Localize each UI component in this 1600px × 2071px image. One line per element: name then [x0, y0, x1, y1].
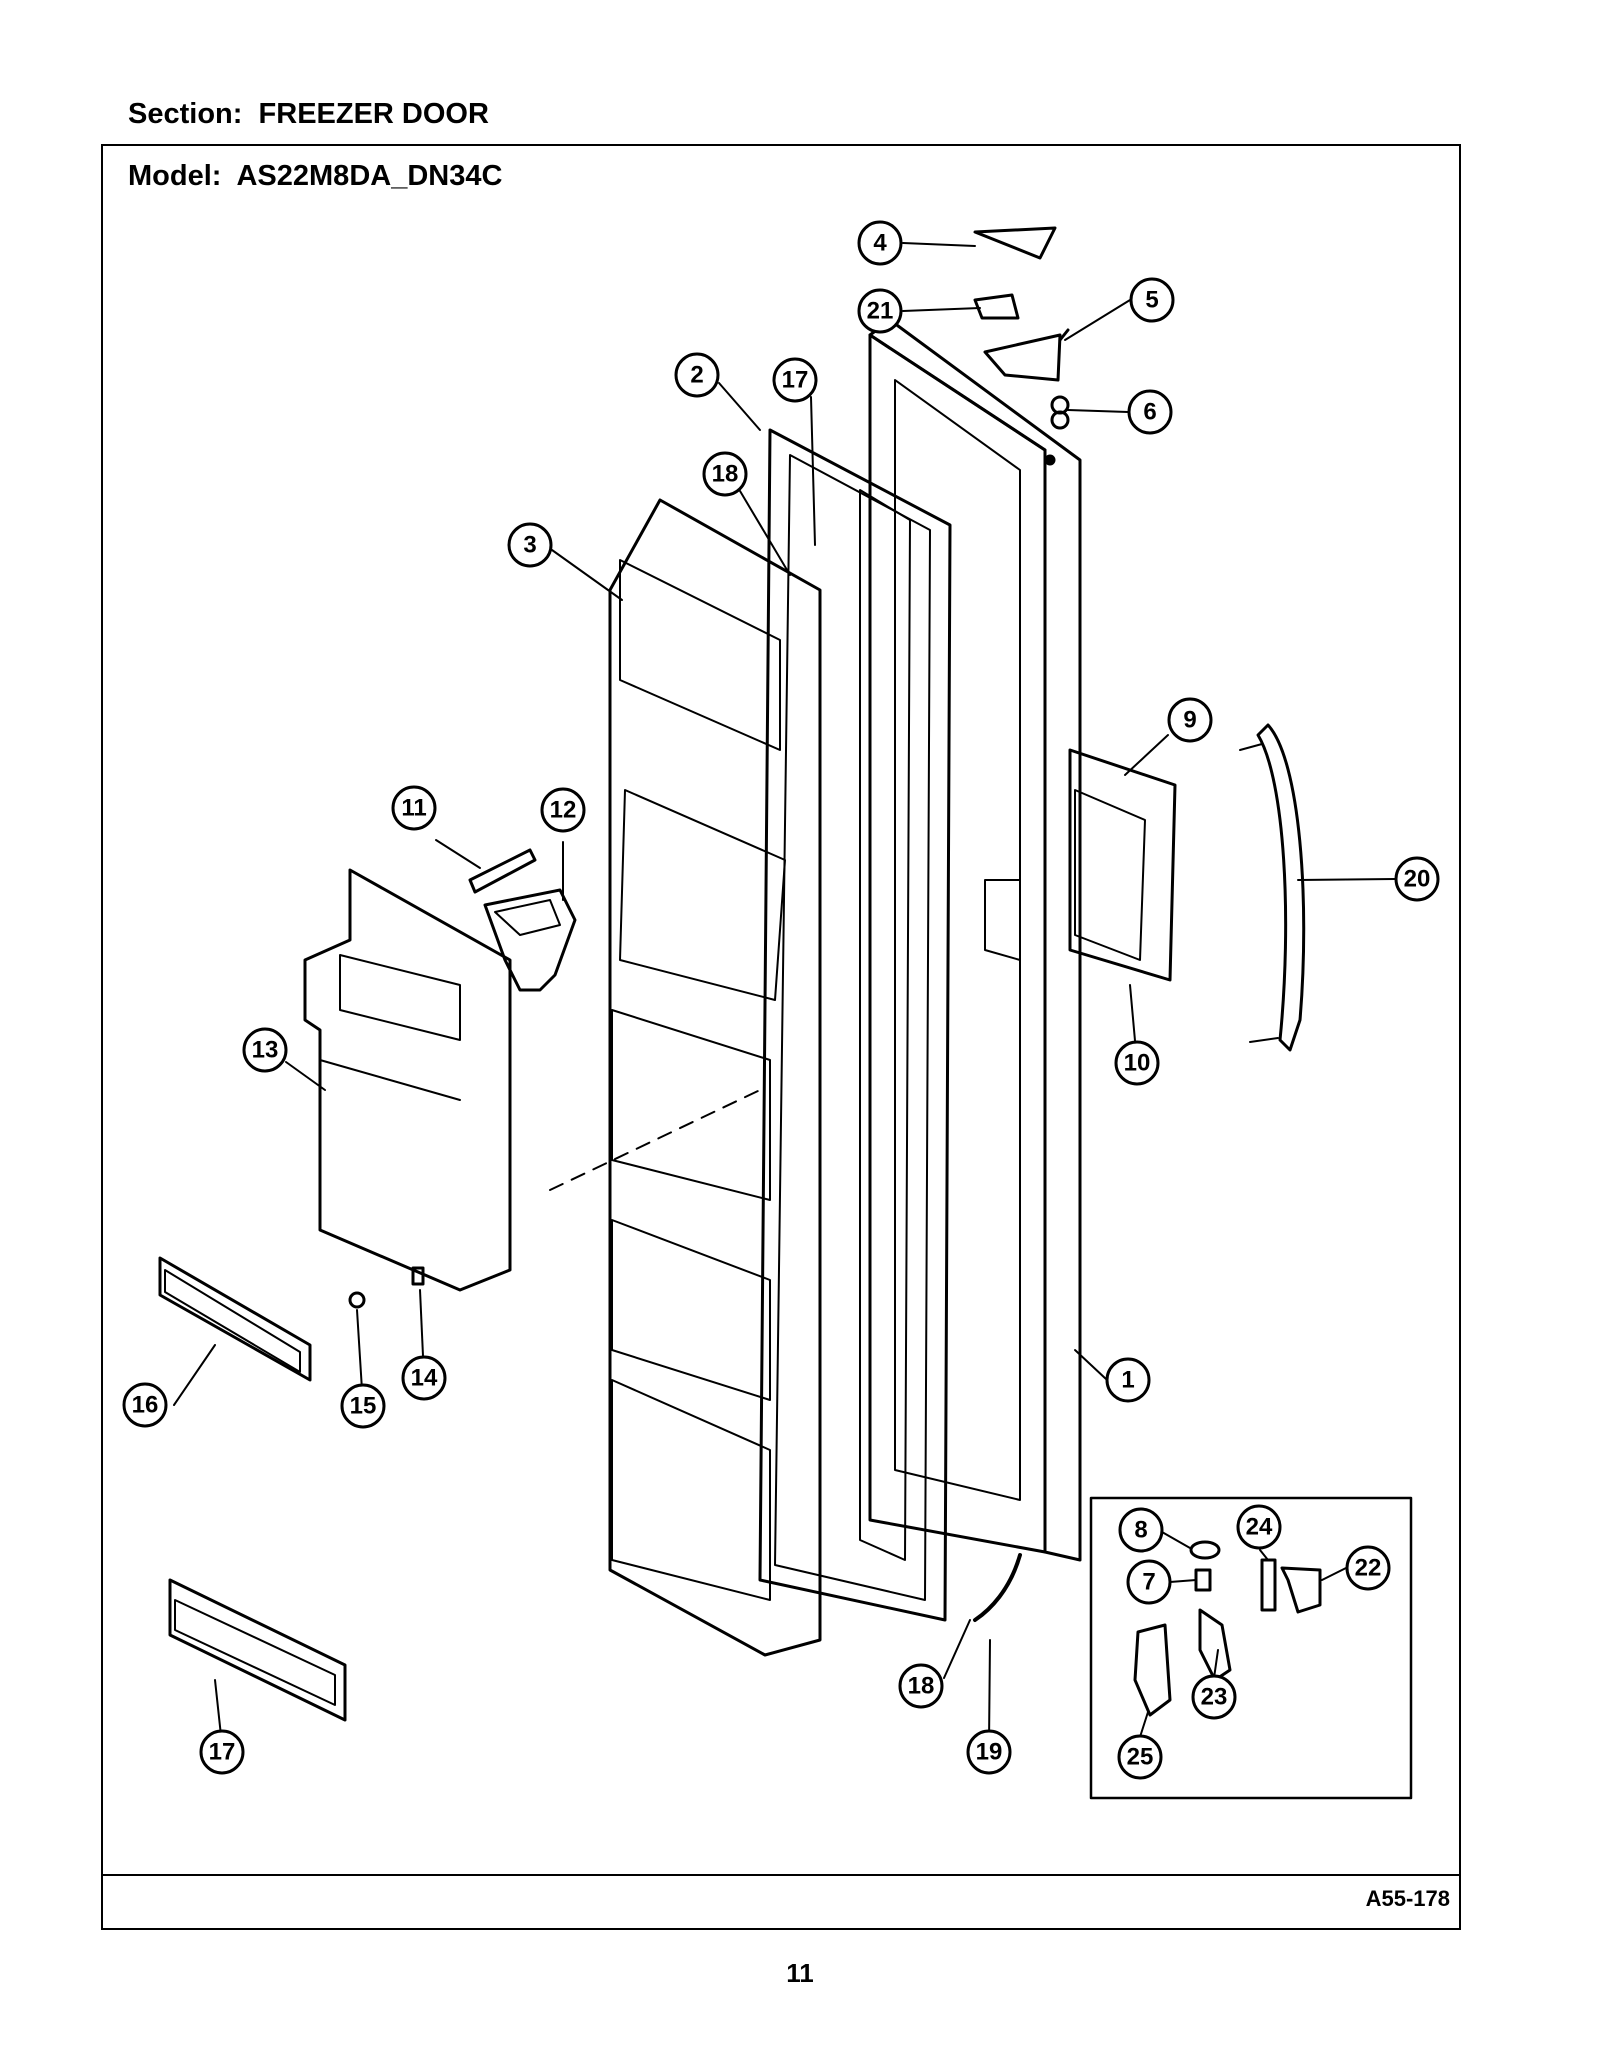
callout-4: 4 — [873, 230, 887, 257]
water-tube — [973, 1553, 1022, 1622]
bottom-hinge-inset — [1089, 1496, 1413, 1800]
dispenser-housing — [303, 868, 512, 1292]
callout-2: 2 — [690, 362, 703, 389]
callout-6: 6 — [1143, 399, 1156, 426]
top-hinge-group — [973, 226, 1070, 430]
door-inner-liner — [549, 498, 822, 1657]
callout-leaders — [173, 242, 1396, 1746]
callout-3: 3 — [523, 532, 536, 559]
footer-divider — [101, 1874, 1461, 1876]
section-title: Section: FREEZER DOOR — [128, 98, 489, 131]
door-outer-panel — [868, 318, 1082, 1562]
callout-17-bottom: 17 — [209, 1739, 236, 1766]
callout-8: 8 — [1134, 1517, 1147, 1544]
callout-5: 5 — [1145, 287, 1158, 314]
model-label: Model: — [128, 160, 222, 192]
callout-13: 13 — [252, 1037, 279, 1064]
callout-7: 7 — [1142, 1569, 1155, 1596]
callout-15: 15 — [350, 1393, 377, 1420]
dispenser-paddle — [468, 848, 537, 894]
callout-18-top: 18 — [712, 461, 739, 488]
callout-11: 11 — [401, 795, 426, 822]
callout-22: 22 — [1355, 1555, 1382, 1582]
callout-1: 1 — [1121, 1367, 1134, 1394]
door-bin-large — [168, 1578, 347, 1722]
callout-20: 20 — [1404, 866, 1431, 893]
ice-funnel — [483, 888, 577, 992]
callout-18-bottom: 18 — [908, 1673, 935, 1700]
model-title: Model: AS22M8DA_DN34C — [128, 160, 502, 193]
callout-25: 25 — [1127, 1744, 1154, 1771]
door-handle — [1239, 723, 1306, 1052]
callout-23: 23 — [1201, 1684, 1228, 1711]
model-value: AS22M8DA_DN34C — [236, 160, 503, 192]
callout-10: 10 — [1124, 1050, 1151, 1077]
callout-16: 16 — [132, 1392, 159, 1419]
callout-14: 14 — [411, 1365, 438, 1392]
door-bin-small — [158, 1256, 312, 1382]
dispenser-panel — [984, 748, 1177, 982]
callout-17-top: 17 — [782, 367, 809, 394]
drawing-code: A55-178 — [1365, 1886, 1450, 1911]
diagram-frame — [101, 144, 1461, 1930]
callout-12: 12 — [550, 797, 577, 824]
callout-24: 24 — [1246, 1514, 1273, 1541]
page-number: 11 — [786, 1958, 814, 1988]
section-label: Section: — [128, 98, 243, 130]
callout-circles — [122, 220, 1440, 1780]
section-value: FREEZER DOOR — [258, 98, 489, 130]
door-gasket-frame — [758, 428, 952, 1622]
screw-and-spacer — [348, 1266, 425, 1309]
callout-21: 21 — [867, 298, 894, 325]
callout-9: 9 — [1183, 707, 1196, 734]
callout-19: 19 — [976, 1739, 1003, 1766]
